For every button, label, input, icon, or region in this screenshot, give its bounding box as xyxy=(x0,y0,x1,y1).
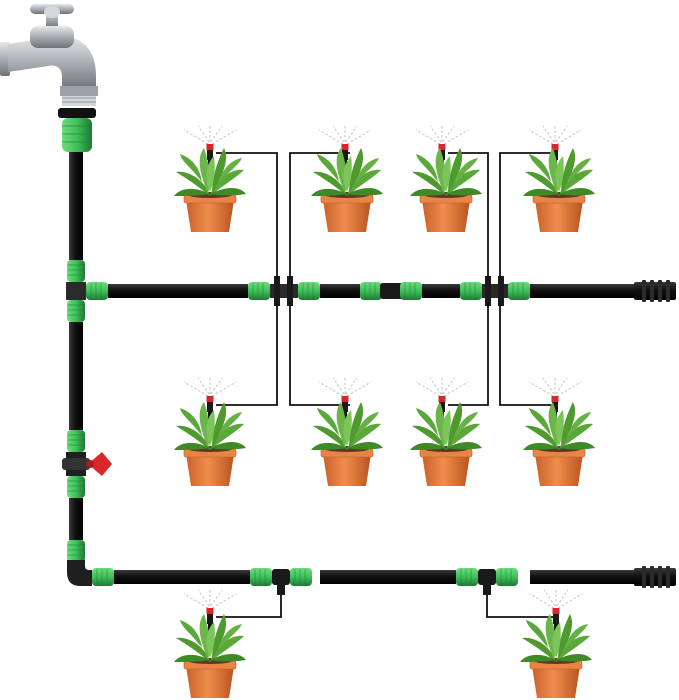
plant-station-6 xyxy=(310,377,384,487)
plant-station-5 xyxy=(173,377,247,487)
faucet-icon xyxy=(0,4,98,106)
branch-line-upper xyxy=(108,276,676,306)
feeder-lines-upper xyxy=(216,152,556,406)
potted-plant-icon xyxy=(409,147,483,233)
plant-station-8 xyxy=(522,377,596,487)
plant-station-2 xyxy=(310,125,384,233)
shutoff-valve-icon xyxy=(62,429,112,499)
potted-plant-icon xyxy=(409,401,483,487)
potted-plant-icon xyxy=(522,401,596,487)
plant-station-1 xyxy=(173,125,247,233)
branch-line-lower xyxy=(114,566,676,595)
feeder-lines-lower xyxy=(216,595,556,618)
potted-plant-icon xyxy=(522,147,596,233)
hose-adapter-icon xyxy=(58,108,96,152)
plant-station-9 xyxy=(173,589,247,699)
plant-station-3 xyxy=(409,125,483,233)
tee-connector-icon xyxy=(66,259,109,323)
plant-station-4 xyxy=(522,125,596,233)
plant-station-10 xyxy=(519,589,593,699)
plant-station-7 xyxy=(409,377,483,487)
elbow-connector-icon xyxy=(66,539,115,587)
main-supply-tube xyxy=(69,152,83,540)
